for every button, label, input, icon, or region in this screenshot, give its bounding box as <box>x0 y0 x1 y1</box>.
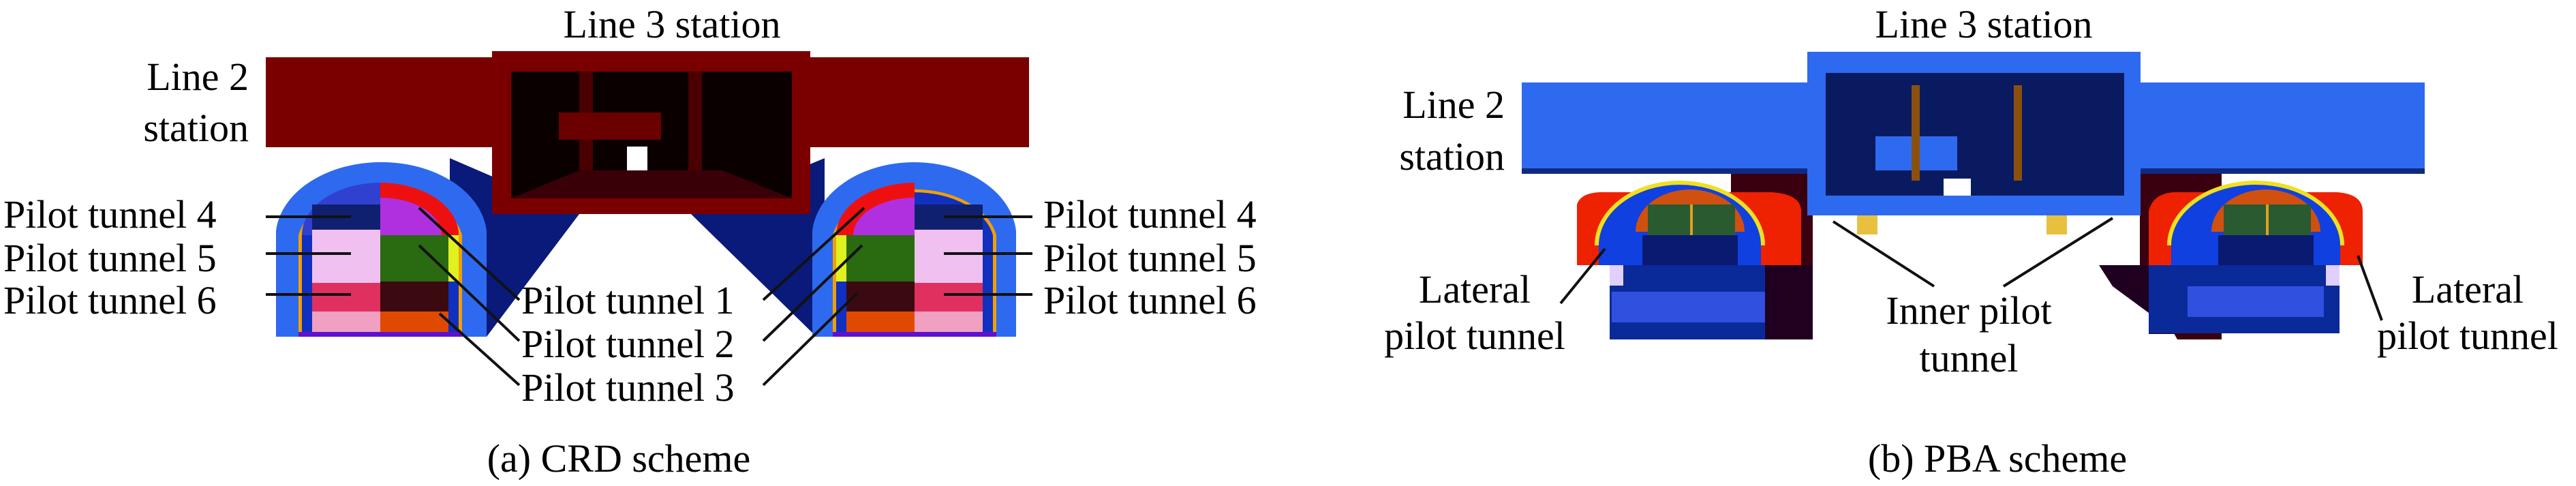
line2-station-label-a-2: station <box>143 106 249 150</box>
pilot-tunnel-6-right-label: Pilot tunnel 6 <box>1043 278 1257 322</box>
caption-b: (b) PBA scheme <box>1868 436 2127 481</box>
pilot-tunnel-4-left-label: Pilot tunnel 4 <box>3 192 217 237</box>
line3-station-label-a: Line 3 station <box>564 2 781 46</box>
leader-lines-a <box>266 207 1032 386</box>
pilot-tunnel-5-left-label: Pilot tunnel 5 <box>3 236 217 280</box>
lateral-pilot-tunnel-left-label-1: Lateral <box>1419 267 1531 312</box>
inner-pilot-tunnel-label-1: Inner pilot <box>1886 288 2051 333</box>
inner-pilot-tunnel-right <box>2046 215 2067 234</box>
panel-a-crd-scheme: Line 3 station Line 2 station Pilot tunn… <box>3 2 1257 481</box>
left-lateral-pilot-tunnel <box>1577 181 1813 339</box>
lateral-pilot-tunnel-left-label-2: pilot tunnel <box>1384 314 1565 358</box>
pilot-tunnel-3-label: Pilot tunnel 3 <box>521 365 735 410</box>
line2-station-label-b-2: station <box>1399 134 1505 179</box>
line3-station-label-b: Line 3 station <box>1875 2 2093 46</box>
pilot-tunnel-1-label: Pilot tunnel 1 <box>521 278 735 322</box>
left-crd-tunnel <box>276 162 487 337</box>
pilot-tunnel-5-right-label: Pilot tunnel 5 <box>1043 236 1257 280</box>
pilot-tunnel-4-right-label: Pilot tunnel 4 <box>1043 192 1257 237</box>
lateral-pilot-tunnel-right-label-2: pilot tunnel <box>2377 314 2558 358</box>
line3-station-b <box>1807 52 2141 215</box>
leader-lines-b <box>1559 217 2383 321</box>
caption-a: (a) CRD scheme <box>487 436 751 481</box>
line3-station-a <box>492 51 810 214</box>
panel-b-pba-scheme: Line 3 station Line 2 station Lateral pi… <box>1384 2 2558 481</box>
line2-station-label-b-1: Line 2 <box>1402 82 1505 127</box>
pilot-tunnel-2-label: Pilot tunnel 2 <box>521 322 735 366</box>
inner-pilot-tunnel-left <box>1857 215 1877 234</box>
right-lateral-pilot-tunnel <box>2099 181 2363 334</box>
lateral-pilot-tunnel-right-label-1: Lateral <box>2412 267 2524 312</box>
right-crd-tunnel <box>812 162 1016 337</box>
pilot-tunnel-6-left-label: Pilot tunnel 6 <box>3 278 217 322</box>
inner-pilot-tunnel-label-2: tunnel <box>1920 336 2019 380</box>
line2-station-label-a-1: Line 2 <box>147 55 249 99</box>
